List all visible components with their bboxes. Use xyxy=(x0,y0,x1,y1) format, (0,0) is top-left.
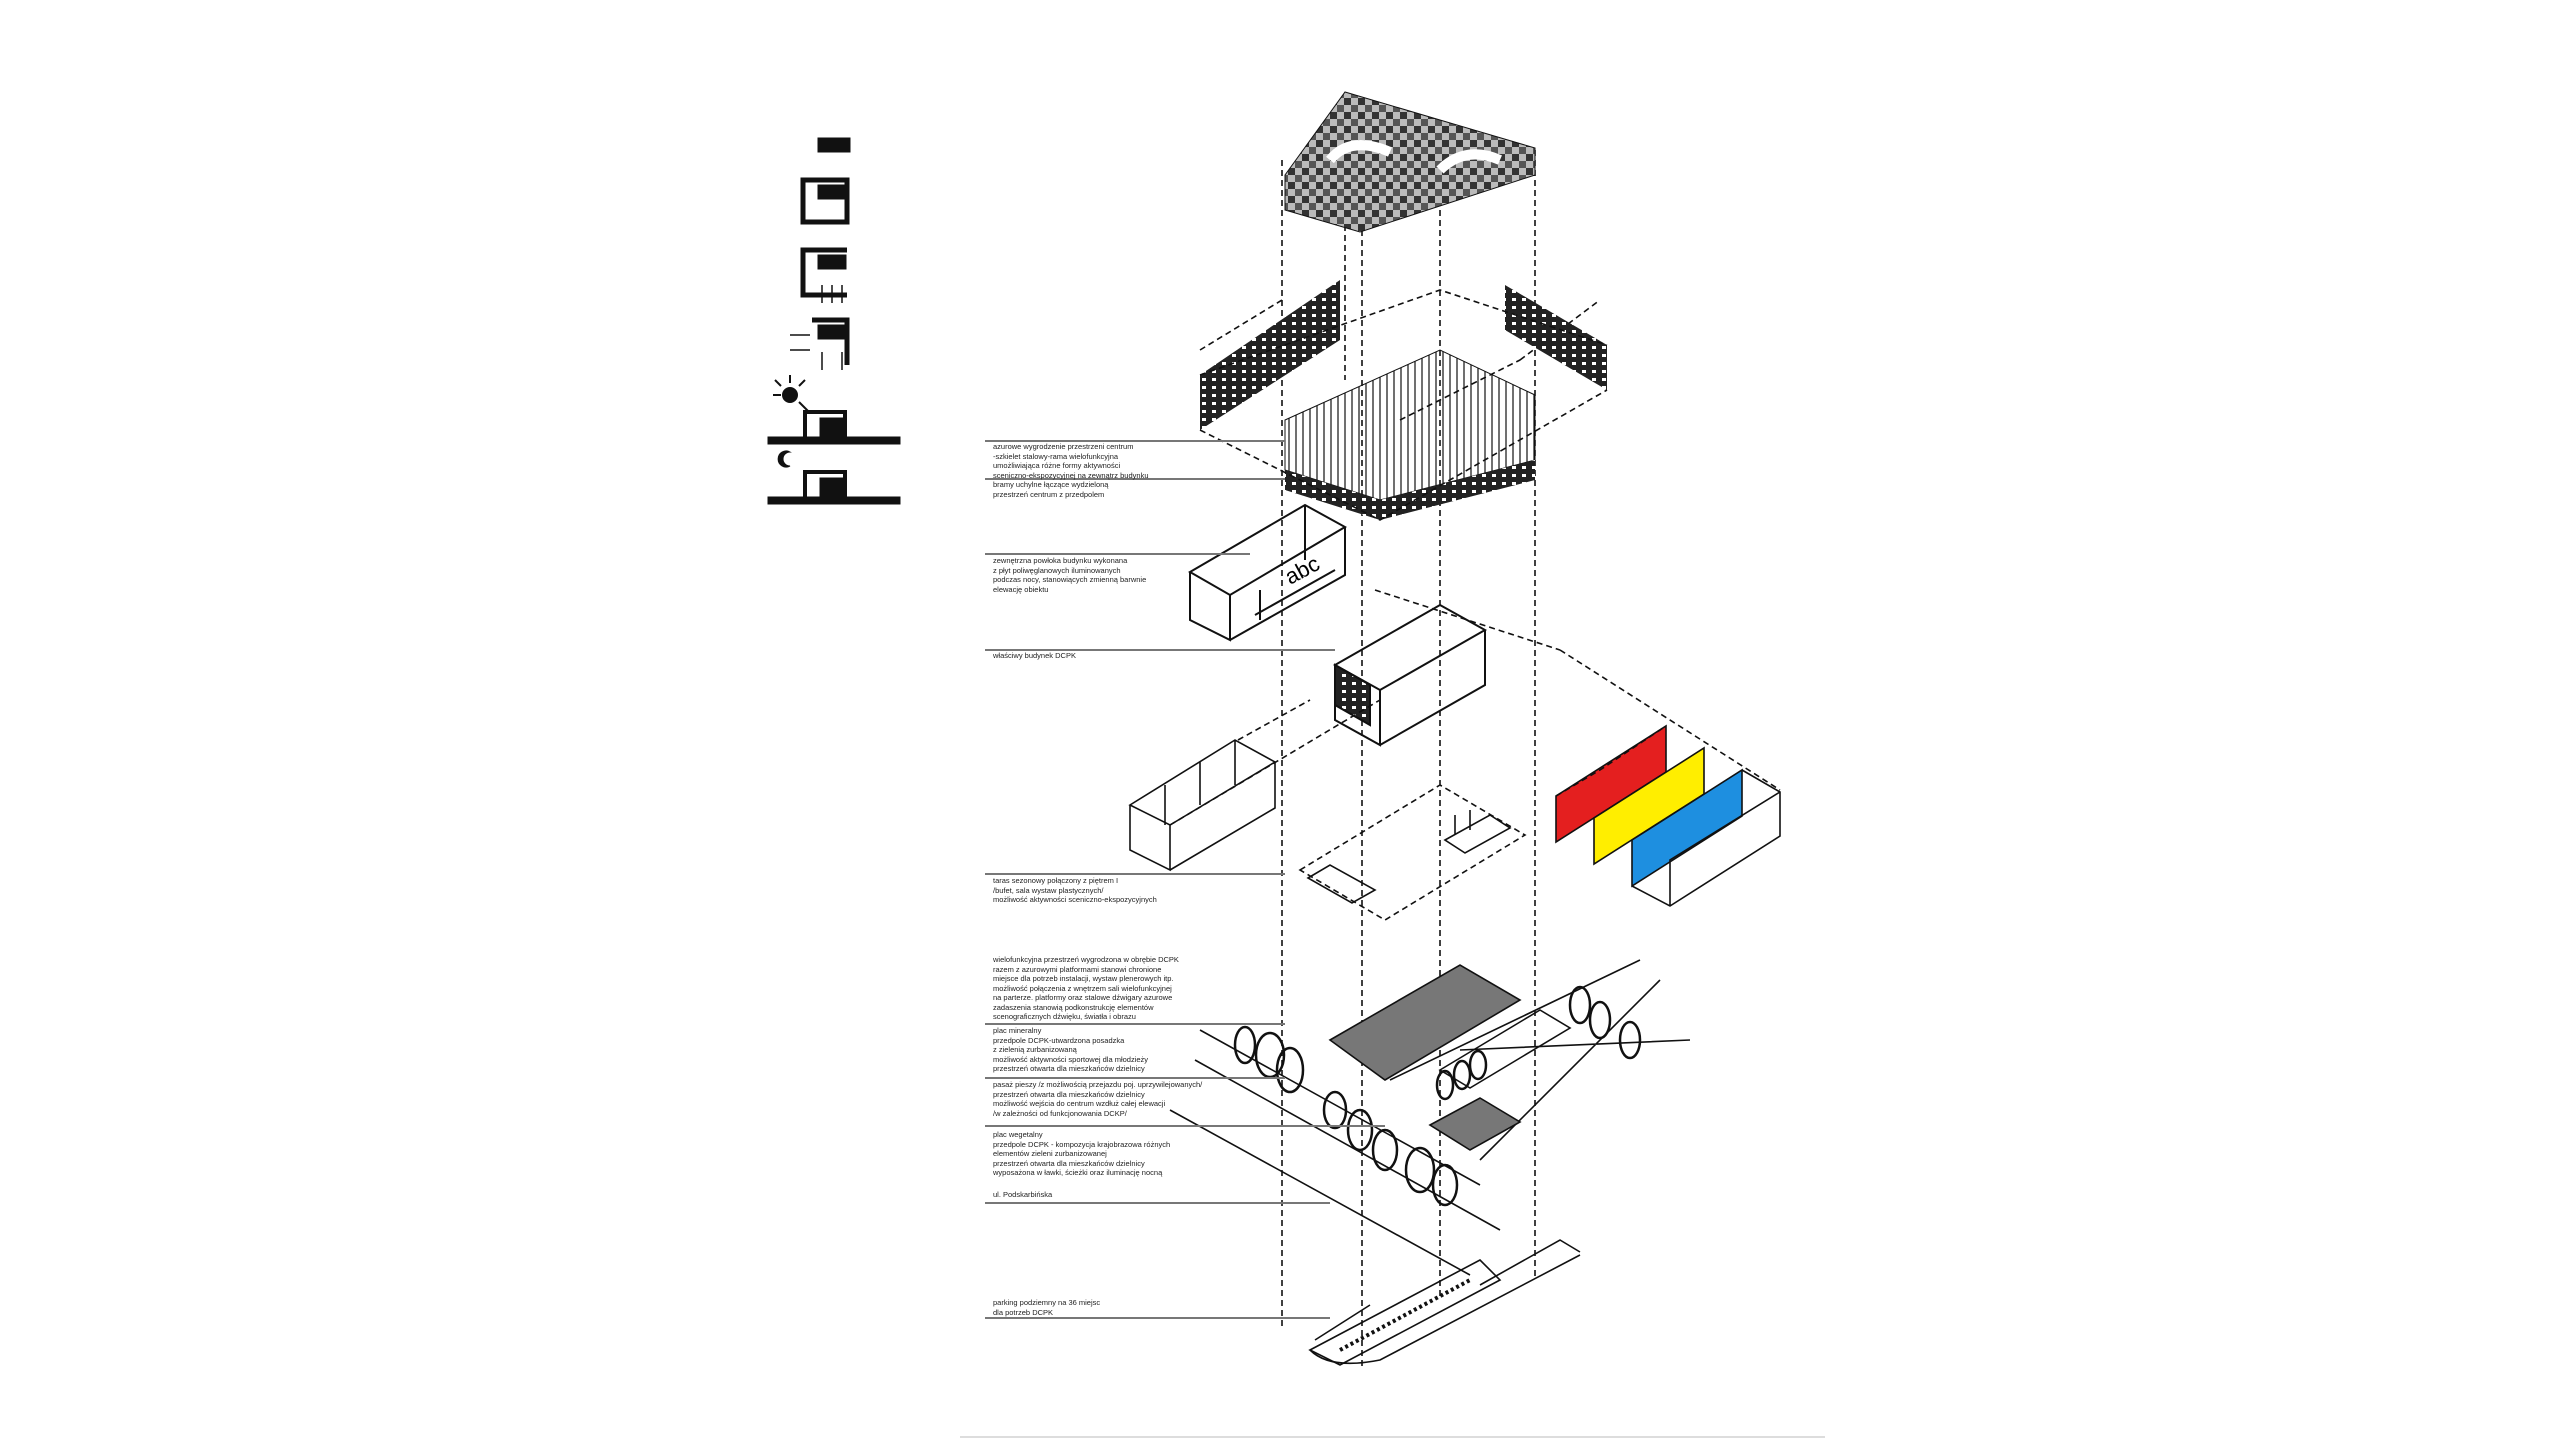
color-panels xyxy=(1555,724,1781,907)
site-plan xyxy=(1169,959,1691,1276)
steel-frame-screen xyxy=(1199,280,1608,521)
annotation-terrace: taras sezonowy połączony z piętrem I /bu… xyxy=(993,876,1157,904)
leader-line xyxy=(985,553,1250,555)
annotation-vegetal-square: plac wegetalny przedpole DCPK - kompozyc… xyxy=(993,1130,1171,1177)
annotation-steel-frame: azurowe wygrodzenie przestrzeni centrum … xyxy=(993,442,1149,480)
leader-line xyxy=(985,873,1285,875)
moon-icon xyxy=(777,450,791,468)
leader-line xyxy=(985,1077,1285,1079)
pictogram-block xyxy=(817,137,851,153)
leader-line xyxy=(985,1202,1330,1204)
seasonal-terrace xyxy=(1298,784,1527,921)
arrows-out-icon xyxy=(790,334,843,370)
leader-line xyxy=(985,478,1285,480)
underground-parking xyxy=(1308,1239,1581,1366)
leader-line xyxy=(985,649,1335,651)
leader-line xyxy=(985,1317,1330,1319)
annotation-mineral-square: plac mineralny przedpole DCPK-utwardzona… xyxy=(993,1026,1149,1073)
roof-grid xyxy=(1284,91,1536,233)
annotation-pedestrian-passage: pasaż pieszy /z możliwością przejazdu po… xyxy=(993,1080,1203,1118)
annotation-gates: bramy uchylne łączące wydzieloną przestr… xyxy=(993,480,1109,499)
ground-floor-frames xyxy=(1128,699,1381,872)
annotation-parking: parking podziemny na 36 miejsc dla potrz… xyxy=(993,1298,1101,1317)
annotation-shell: zewnętrzna powłoka budynku wykonana z pł… xyxy=(993,556,1147,594)
leader-line xyxy=(985,440,1285,442)
sun-icon xyxy=(773,375,810,413)
annotation-building: właściwy budynek DCPK xyxy=(993,651,1076,660)
polycarbonate-shell xyxy=(1188,503,1348,642)
leader-line xyxy=(985,1125,1385,1127)
annotation-multifunctional-space: wielofunkcyjna przestrzeń wygrodzona w o… xyxy=(993,955,1179,1021)
annotation-street: ul. Podskarbińska xyxy=(993,1190,1053,1199)
leader-line xyxy=(985,1023,1285,1025)
facade-sign: abc xyxy=(1281,551,1324,590)
concept-pictograms xyxy=(767,137,901,505)
dcpk-building xyxy=(1332,603,1488,747)
projection-lines xyxy=(1199,95,1781,1370)
arrows-down-icon xyxy=(821,285,843,303)
pictogram-enclosed xyxy=(800,177,850,225)
